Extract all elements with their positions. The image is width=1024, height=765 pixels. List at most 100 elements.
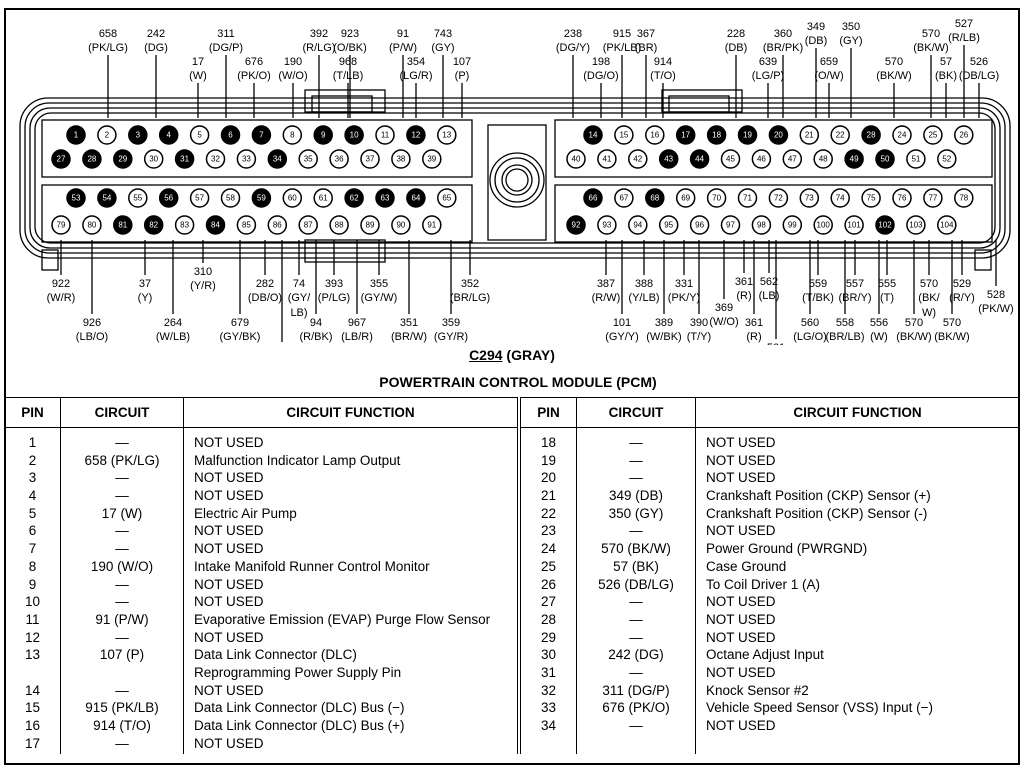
pin-number: 44 bbox=[695, 155, 704, 164]
circuit-number: 558 bbox=[836, 317, 854, 329]
pin-number: 95 bbox=[664, 221, 673, 230]
pin-78 bbox=[954, 188, 974, 208]
circuit-number: 349 bbox=[807, 21, 825, 33]
connector-color: (GRAY) bbox=[506, 347, 555, 363]
wire-color: (Y/LB) bbox=[628, 292, 659, 304]
table-cell-function: NOT USED bbox=[194, 629, 264, 645]
wire-color: (GY/ bbox=[288, 292, 312, 304]
wire-color: (BR/Y) bbox=[839, 292, 872, 304]
table-cell-pin: 24 bbox=[540, 541, 557, 557]
pin-number: 100 bbox=[817, 221, 831, 230]
pin-number: 72 bbox=[774, 194, 783, 203]
circuit-number: 101 bbox=[613, 317, 631, 329]
table-cell-function: NOT USED bbox=[706, 523, 776, 539]
wire-color: (DB/O) bbox=[248, 292, 282, 304]
pin-number: 68 bbox=[650, 194, 659, 203]
table-cell-pin: 32 bbox=[540, 682, 557, 698]
table-cell-function: Evaporative Emission (EVAP) Purge Flow S… bbox=[194, 611, 491, 627]
pin-number: 2 bbox=[105, 131, 110, 140]
pin-46 bbox=[751, 149, 772, 169]
circuit-number: 37 bbox=[139, 278, 151, 290]
table-cell-function: Crankshaft Position (CKP) Sensor (-) bbox=[706, 505, 928, 521]
pin-number: 93 bbox=[602, 221, 611, 230]
pin-72 bbox=[768, 188, 789, 208]
pin-number: 53 bbox=[72, 194, 81, 203]
pin-number: 24 bbox=[898, 131, 907, 140]
bottom-wire-label: 556(W) bbox=[870, 317, 888, 343]
table-cell-circuit: 242 (DG) bbox=[608, 647, 664, 663]
pin-50 bbox=[875, 149, 895, 169]
pin-53 bbox=[66, 188, 86, 208]
pin-number: 31 bbox=[180, 155, 189, 164]
bottom-wire-label: 361(R) bbox=[745, 317, 763, 343]
table-cell-function: NOT USED bbox=[194, 488, 264, 504]
pin-number: 99 bbox=[788, 221, 797, 230]
pin-number: 7 bbox=[259, 131, 264, 140]
circuit-number: 392 bbox=[310, 28, 328, 40]
wire-color: (T/Y) bbox=[687, 331, 711, 343]
pin-82 bbox=[143, 215, 164, 235]
table-cell-pin: 34 bbox=[540, 718, 557, 733]
table-cell-circuit bbox=[61, 664, 183, 682]
top-wire-label: 238(DG/Y) bbox=[556, 28, 590, 54]
pin-number: 61 bbox=[319, 194, 328, 203]
pin-number: 90 bbox=[396, 221, 405, 230]
pin-45 bbox=[720, 149, 741, 169]
bottom-wire-label: 361(R) bbox=[735, 276, 753, 302]
pin-40 bbox=[566, 149, 586, 169]
bottom-wire-label: 351(BR/W) bbox=[391, 317, 427, 343]
table-cell-pin: 19 bbox=[540, 452, 557, 468]
table-cell-circuit: — bbox=[629, 470, 643, 486]
circuit-number: 922 bbox=[52, 278, 70, 290]
pin-number: 81 bbox=[118, 221, 127, 230]
pin-102 bbox=[875, 215, 895, 235]
bottom-wire-label: LB) bbox=[290, 307, 307, 319]
top-wire-label: 392(R/LG) bbox=[303, 28, 336, 54]
table-cell-circuit: — bbox=[115, 576, 129, 592]
header-function: CIRCUIT FUNCTION bbox=[183, 397, 518, 428]
top-wire-label: 354(LG/R) bbox=[400, 56, 433, 82]
circuit-number: 17 bbox=[192, 56, 204, 68]
table-cell-circuit: — bbox=[115, 682, 129, 698]
circuit-number: 57 bbox=[940, 56, 952, 68]
pin-57 bbox=[189, 188, 210, 208]
circuit-number: 351 bbox=[400, 317, 418, 329]
top-wire-label: 57(BK) bbox=[935, 56, 957, 82]
table-cell-pin: 22 bbox=[540, 505, 557, 521]
pin-number: 101 bbox=[847, 221, 861, 230]
circuit-column: ———349 (DB)350 (GY)—570 (BK/W)57 (BK)526… bbox=[576, 427, 696, 754]
table-cell-pin: 27 bbox=[540, 594, 557, 610]
pin-number: 87 bbox=[304, 221, 313, 230]
pin-number: 69 bbox=[681, 194, 690, 203]
pin-88 bbox=[329, 215, 349, 235]
table-cell-pin: 21 bbox=[540, 488, 557, 504]
wire-color: (GY/W) bbox=[361, 292, 398, 304]
pin-number: 16 bbox=[650, 131, 659, 140]
table-cell-pin: 17 bbox=[24, 735, 41, 751]
circuit-number: 528 bbox=[987, 289, 1005, 301]
bottom-wire-label: 561(T/R) bbox=[767, 342, 785, 345]
bottom-wire-label: 331(PK/Y) bbox=[668, 278, 700, 304]
pin-77 bbox=[923, 188, 943, 208]
table-cell-circuit: — bbox=[629, 629, 643, 645]
bottom-wire-label: 529(R/Y) bbox=[949, 278, 975, 304]
bottom-wire-label: 528(PK/W) bbox=[978, 289, 1013, 315]
bottom-wire-label: 352(BR/LG) bbox=[450, 278, 490, 304]
pin-79 bbox=[51, 215, 71, 235]
bottom-wire-label: 679(GY/BK) bbox=[220, 317, 261, 343]
top-wire-label: 639(LG/P) bbox=[752, 56, 784, 82]
circuit-number: 639 bbox=[759, 56, 777, 68]
pin-87 bbox=[298, 215, 318, 235]
table-cell-function: NOT USED bbox=[194, 594, 264, 610]
circuit-number: 658 bbox=[99, 28, 117, 40]
wire-color: (Y/R) bbox=[190, 280, 216, 292]
circuit-number: 264 bbox=[164, 317, 182, 329]
table-cell-pin: 31 bbox=[540, 664, 557, 680]
circuit-number: 555 bbox=[878, 278, 896, 290]
module-title: POWERTRAIN CONTROL MODULE (PCM) bbox=[379, 374, 657, 390]
pin-number: 97 bbox=[726, 221, 735, 230]
circuit-number: 242 bbox=[147, 28, 165, 40]
table-cell-pin: 30 bbox=[540, 647, 557, 663]
table-cell-circuit: 914 (T/O) bbox=[93, 718, 151, 733]
table-cell-function: Data Link Connector (DLC) Bus (−) bbox=[194, 700, 405, 716]
